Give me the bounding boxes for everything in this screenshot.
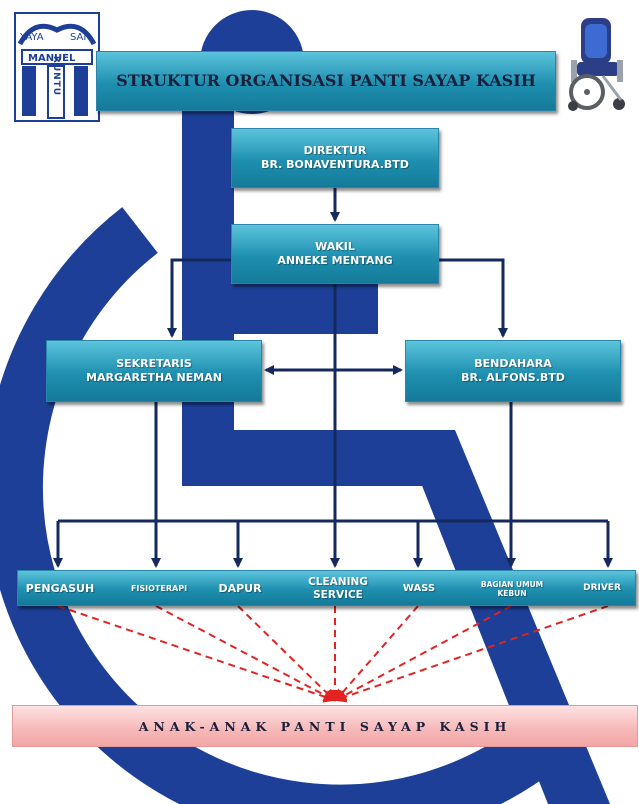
wakil-box: WAKIL ANNEKE MENTANG xyxy=(231,224,439,284)
bendahara-box: BENDAHARA BR. ALFONS.BTD xyxy=(405,340,621,402)
logo-text-yaya: YAYA xyxy=(19,32,44,43)
staff-driver: DRIVER xyxy=(572,571,632,607)
logo-text-manuel: MANUEL xyxy=(28,53,76,64)
staff-fisioterapi: FISIOTERAPI xyxy=(114,571,204,607)
direktur-name: BR. BONAVENTURA.BTD xyxy=(261,158,409,171)
wheelchair-image xyxy=(568,18,625,111)
staff-fisioterapi-label: FISIOTERAPI xyxy=(130,584,188,593)
anak-label: ANAK-ANAK PANTI SAYAP KASIH xyxy=(138,718,512,734)
staff-bagian-umum-kebun: BAGIAN UMUM KEBUN xyxy=(464,571,560,607)
staff-pengasuh-label: PENGASUH xyxy=(25,582,95,596)
logo-text-runtu: RUNTU xyxy=(51,56,61,96)
page-title: STRUKTUR ORGANISASI PANTI SAYAP KASIH xyxy=(116,71,536,90)
wakil-role: WAKIL xyxy=(315,240,355,254)
staff-kebun-label: KEBUN xyxy=(497,589,527,598)
sekretaris-box: SEKRETARIS MARGARETHA NEMAN xyxy=(46,340,262,402)
staff-service-label: SERVICE xyxy=(313,589,363,601)
staff-bagian-label: BAGIAN UMUM xyxy=(480,579,544,589)
staff-driver-label: DRIVER xyxy=(583,583,621,594)
logo-text-san: SAN xyxy=(70,32,91,43)
anak-box: ANAK-ANAK PANTI SAYAP KASIH xyxy=(12,705,638,747)
staff-pengasuh: PENGASUH xyxy=(18,571,102,607)
sekretaris-name: MARGARETHA NEMAN xyxy=(86,371,222,384)
staff-bar: PENGASUH FISIOTERAPI DAPUR CLEANING SERV… xyxy=(17,570,636,606)
staff-wass: WASS xyxy=(396,571,442,607)
sekretaris-role: SEKRETARIS xyxy=(116,357,192,371)
direktur-role: DIREKTUR xyxy=(303,144,367,158)
yayasan-manuel-runtu-logo: YAYA SAN MANUEL RUNTU xyxy=(14,12,100,122)
staff-wass-label: WASS xyxy=(402,582,436,594)
title-box: STRUKTUR ORGANISASI PANTI SAYAP KASIH xyxy=(96,51,556,111)
bendahara-name: BR. ALFONS.BTD xyxy=(461,371,565,384)
direktur-box: DIREKTUR BR. BONAVENTURA.BTD xyxy=(231,128,439,188)
staff-dapur: DAPUR xyxy=(210,571,270,607)
wakil-name: ANNEKE MENTANG xyxy=(277,254,393,267)
staff-cleaning-service: CLEANING SERVICE xyxy=(296,571,380,607)
staff-dapur-label: DAPUR xyxy=(218,582,262,596)
bendahara-role: BENDAHARA xyxy=(474,357,552,371)
staff-cleaning-label: CLEANING xyxy=(308,575,368,588)
